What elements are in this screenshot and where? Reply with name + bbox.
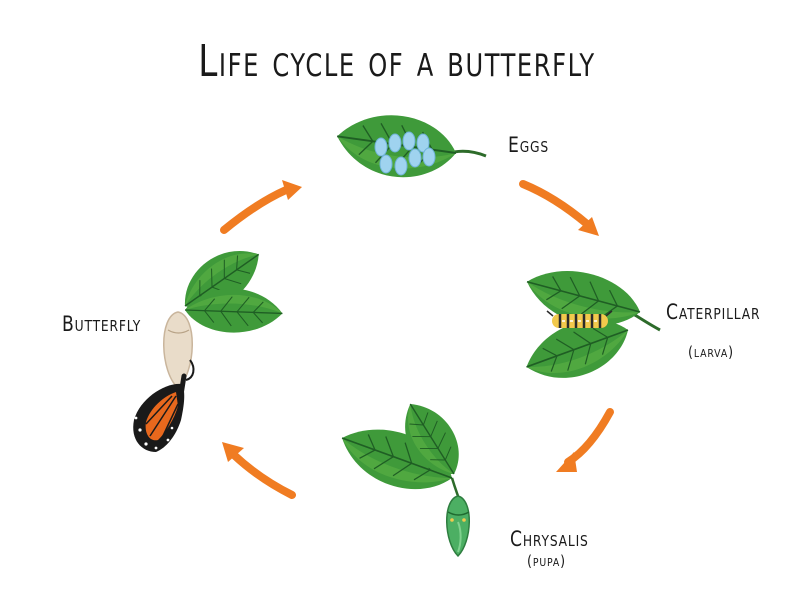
eggs-icon — [374, 131, 436, 176]
empty-chrysalis-icon — [163, 311, 193, 390]
chrysalis-label: Chrysalis — [510, 527, 589, 551]
cycle-arrow-icon — [556, 408, 614, 472]
diagram-title: Life cycle of a butterfly — [198, 36, 596, 87]
butterfly-label: Butterfly — [62, 312, 142, 336]
caterpillar-leaf-icon — [517, 257, 661, 394]
eggs-label: Eggs — [508, 133, 550, 157]
egg-leaf-icon — [331, 106, 487, 186]
cycle-arrow-icon — [222, 442, 296, 499]
caterpillar-label: Caterpillar — [666, 300, 761, 324]
butterfly-leaf-icon — [170, 234, 284, 335]
caterpillar-icon — [546, 310, 613, 328]
cycle-arrow-icon — [220, 180, 302, 234]
chrysalis-icon — [446, 495, 470, 558]
chrysalis-sublabel: (pupa) — [527, 552, 566, 570]
chrysalis-leaf-icon — [331, 391, 473, 505]
butterfly-icon — [133, 359, 195, 452]
cycle-arrow-icon — [519, 180, 599, 236]
caterpillar-sublabel: (larva) — [688, 343, 734, 361]
